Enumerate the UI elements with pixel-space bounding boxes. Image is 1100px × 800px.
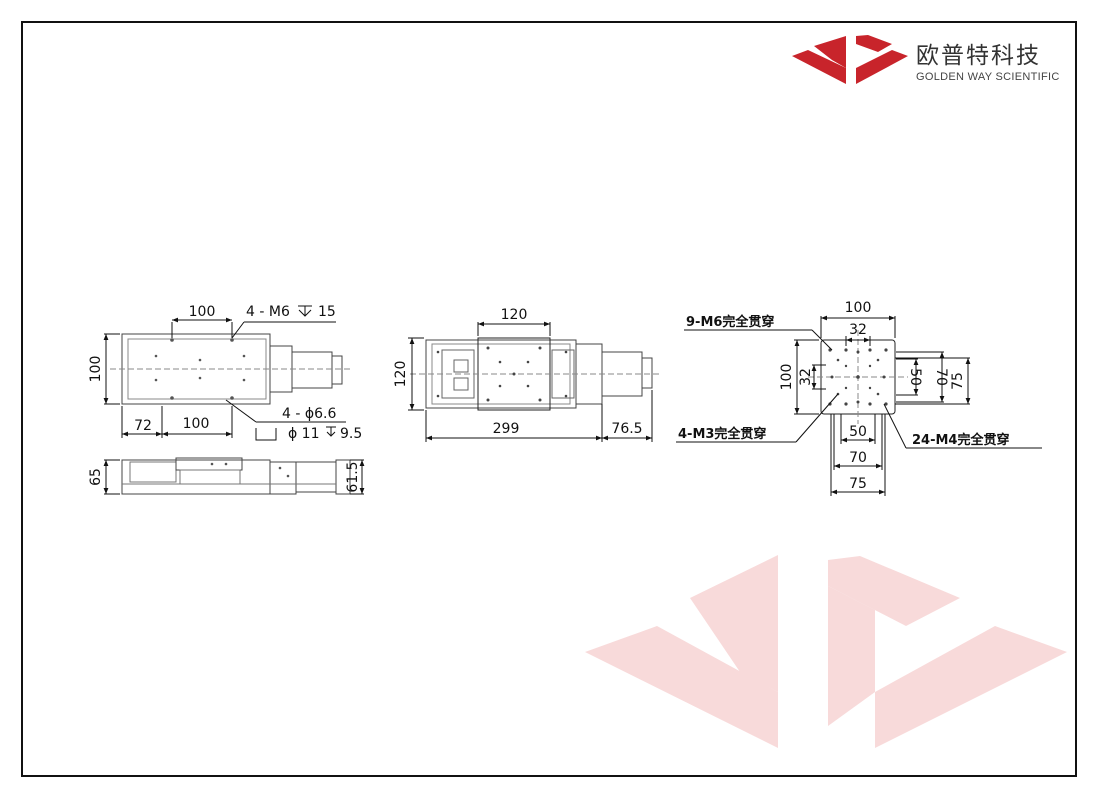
dim-carriage-32-top: 32 [849,322,867,338]
brand-logo-mark [792,35,908,84]
brand-name-en: GOLDEN WAY SCIENTIFIC [916,71,1060,83]
note-cbore-dia: ϕ 11 [288,426,320,442]
dim-top-height: 120 [393,361,409,388]
side-view-labels: 100 4 - M6 15 100 72 100 4 - ϕ6.6 ϕ 11 9… [88,304,362,442]
dim-top-length: 299 [493,421,520,437]
dim-carriage-70-bottom: 70 [849,450,867,466]
dim-carriage-height: 100 [779,364,795,391]
carriage-view-labels: 100 32 100 32 50 70 75 50 70 75 9-M6完全贯穿… [678,300,1009,492]
brand-logo-text: 欧普特科技 GOLDEN WAY SCIENTIFIC [916,36,1060,83]
dim-carriage-75-bottom: 75 [849,476,867,492]
top-view-labels: 120 120 299 76.5 [393,307,643,437]
dim-top-width: 120 [501,307,528,323]
front-view-labels: 65 61.5 [88,461,361,492]
dim-carriage-width: 100 [845,300,872,316]
carriage-view [676,315,1042,496]
dim-carriage-50-bottom: 50 [849,424,867,440]
watermark-logo [585,555,1067,748]
note-m3-through: 4-M3完全贯穿 [678,426,766,442]
dim-front-height: 65 [88,468,104,486]
note-tap: 4 - M6 [246,304,290,320]
dim-side-top: 100 [189,304,216,320]
dim-side-bottom-b: 100 [183,416,210,432]
dim-carriage-70-right: 70 [933,368,949,386]
side-view [103,305,352,441]
dim-top-motor: 76.5 [611,421,642,437]
dim-front-motor: 61.5 [345,461,361,492]
brand-name-cn: 欧普特科技 [916,43,1041,69]
note-hole: 4 - ϕ6.6 [282,406,336,422]
dim-carriage-75-right: 75 [950,372,966,390]
note-cbore-depth: 9.5 [340,426,362,442]
note-m4-through: 24-M4完全贯穿 [912,432,1009,448]
dim-side-bottom-a: 72 [134,418,152,434]
dim-carriage-50-right: 50 [907,368,923,386]
dim-carriage-32-left: 32 [798,368,814,386]
note-m6-through: 9-M6完全贯穿 [686,314,774,330]
drawing-frame [21,21,1077,777]
note-tap-depth: 15 [318,304,336,320]
top-view [408,321,660,442]
dim-side-left: 100 [88,356,104,383]
front-view [103,457,365,495]
